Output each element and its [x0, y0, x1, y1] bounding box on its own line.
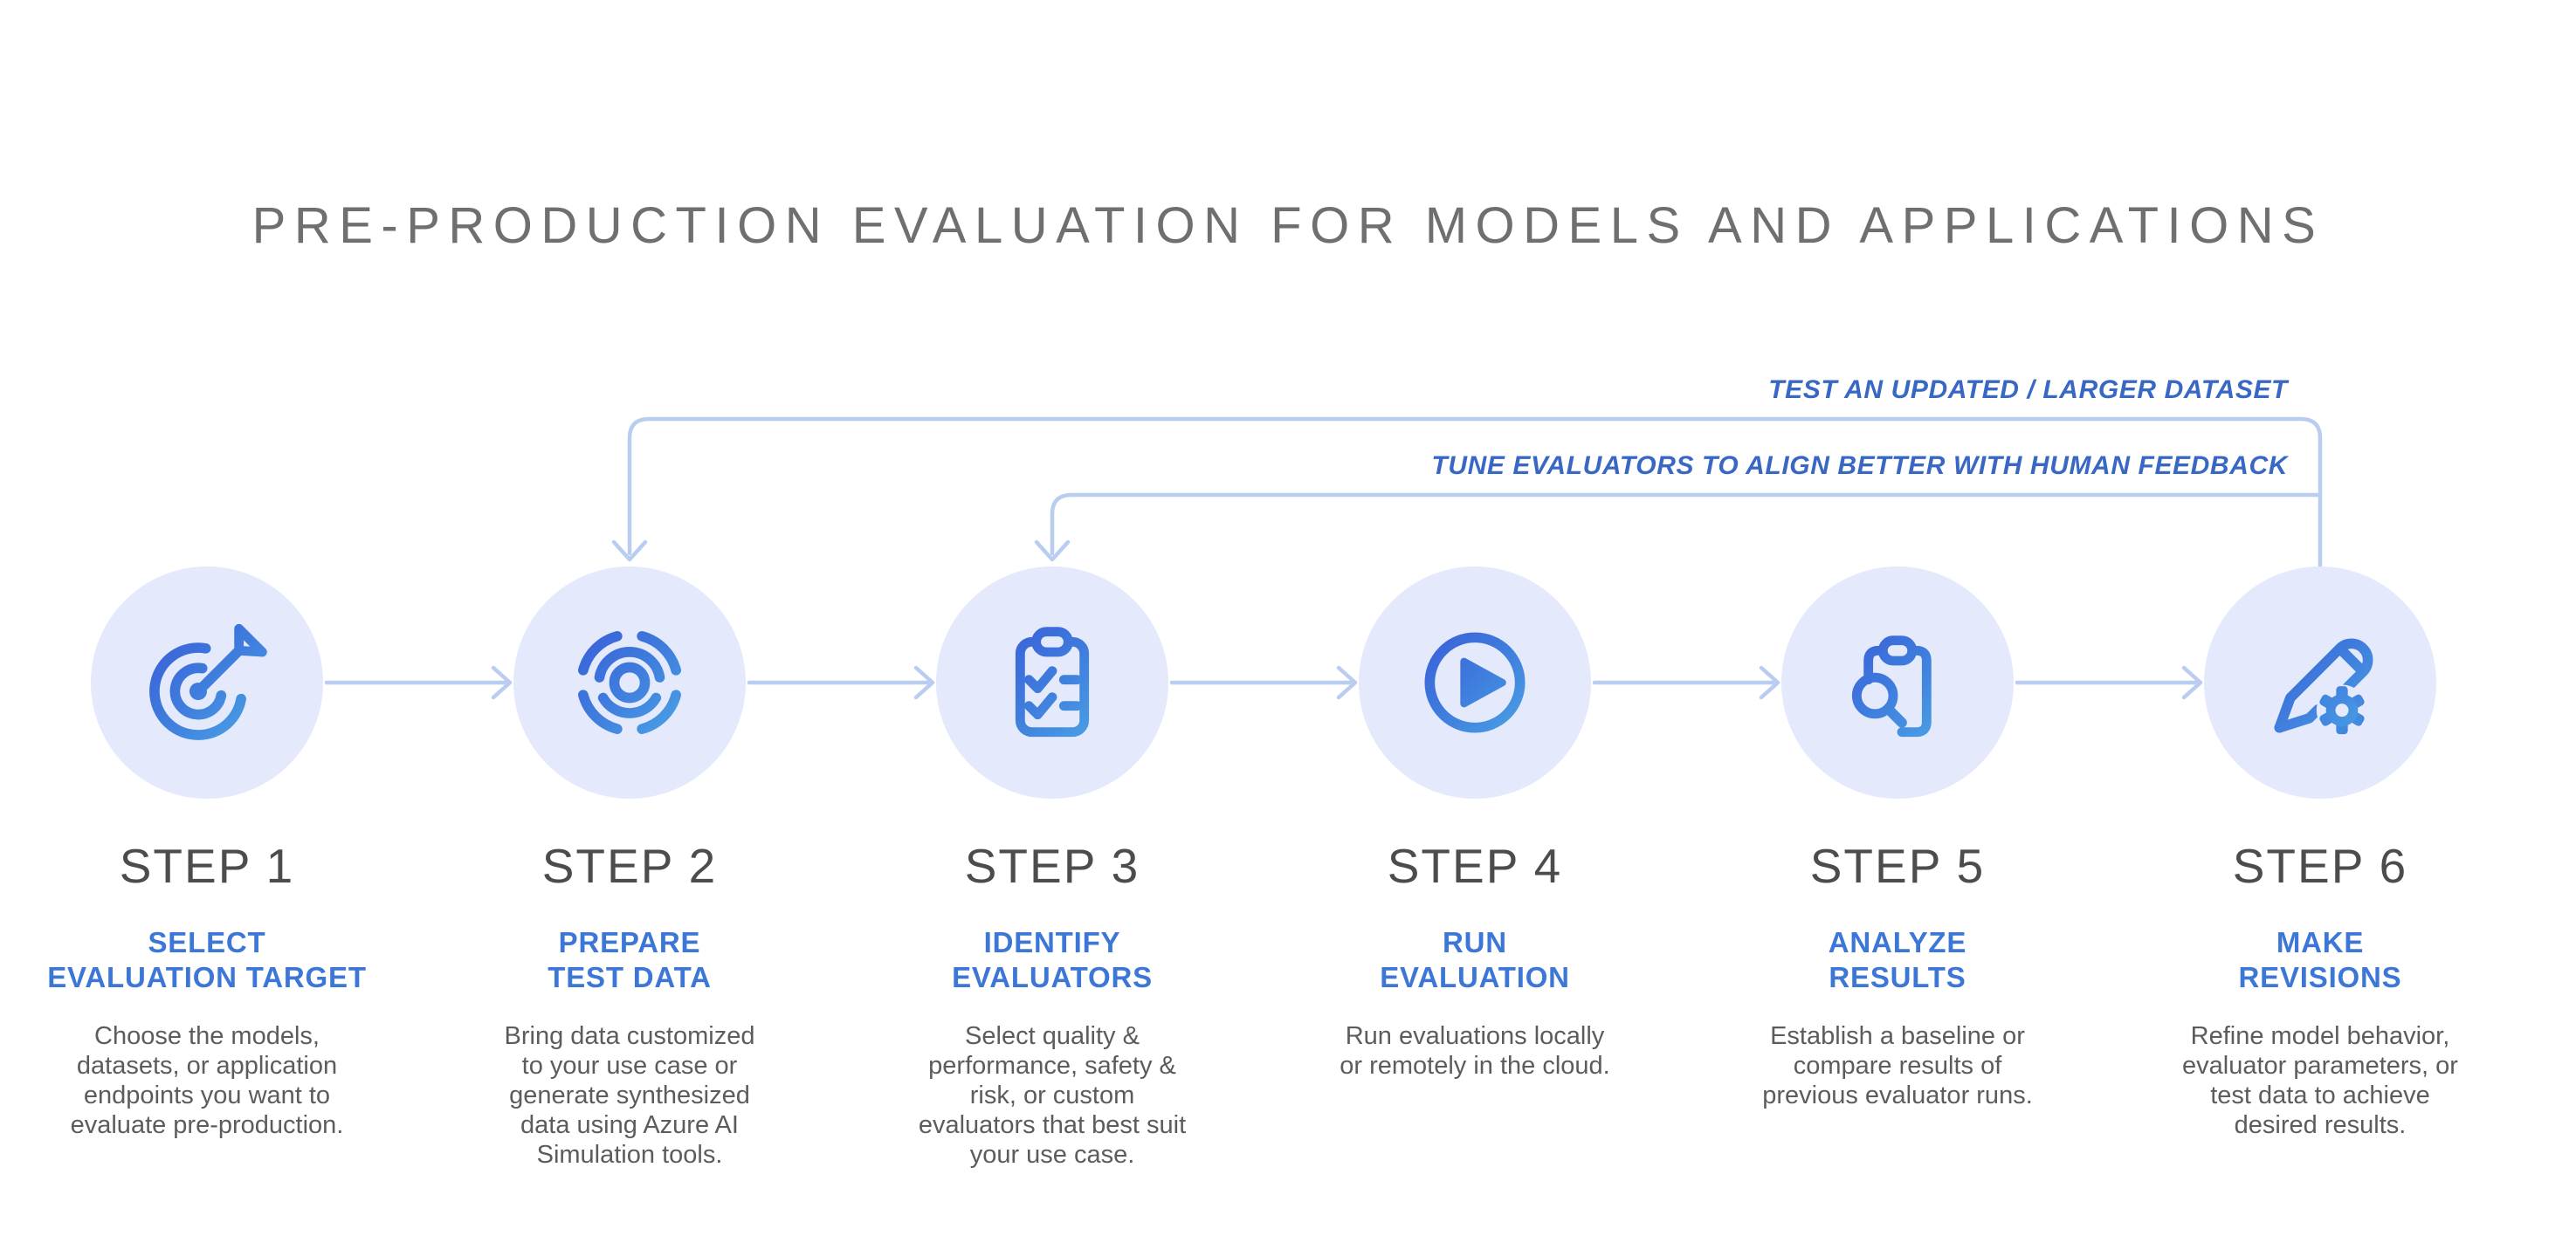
connector-arrow-2-3 [747, 665, 935, 700]
step-1-column: STEP 1 SELECT EVALUATION TARGET Choose t… [0, 839, 418, 1140]
step-1-description: Choose the models, datasets, or applicat… [70, 1021, 344, 1139]
step-1-icon-circle [91, 566, 323, 799]
checklist-clipboard-icon [1015, 627, 1090, 738]
step-4-description: Run evaluations locally or remotely in t… [1340, 1021, 1610, 1080]
feedback-label-tune-evaluators: TUNE EVALUATORS TO ALIGN BETTER WITH HUM… [1431, 451, 2288, 480]
connector-arrow-5-6 [2015, 665, 2203, 700]
step-6-column: STEP 6 MAKE REVISIONS Refine model behav… [2109, 839, 2531, 1140]
step-6-icon-circle [2204, 566, 2436, 799]
step-2-subtitle: PREPARE TEST DATA [548, 925, 712, 993]
step-2-icon-circle [513, 566, 746, 799]
step-3-description: Select quality & performance, safety & r… [918, 1021, 1187, 1169]
step-5-description: Establish a baseline or compare results … [1762, 1021, 2033, 1109]
play-icon [1424, 632, 1526, 733]
feedback-label-test-dataset: TEST AN UPDATED / LARGER DATASET [1768, 375, 2288, 404]
step-1-subtitle: SELECT EVALUATION TARGET [47, 925, 367, 993]
step-4-column: STEP 4 RUN EVALUATION Run evaluations lo… [1264, 839, 1686, 1081]
simulation-radar-icon [578, 631, 682, 735]
step-2-label: STEP 2 [541, 839, 718, 893]
step-3-column: STEP 3 IDENTIFY EVALUATORS Select qualit… [841, 839, 1264, 1170]
connector-arrow-4-5 [1592, 665, 1780, 700]
step-6-label: STEP 6 [2232, 839, 2408, 893]
feedback-loop-test-dataset [611, 416, 2323, 568]
step-4-icon-circle [1359, 566, 1591, 799]
step-3-label: STEP 3 [964, 839, 1140, 893]
analyze-search-clipboard-icon [1851, 635, 1932, 738]
step-6-description: Refine model behavior, evaluator paramet… [2182, 1021, 2458, 1139]
revise-pencil-gear-icon [2274, 638, 2373, 736]
step-4-subtitle: RUN EVALUATION [1380, 925, 1570, 993]
step-5-icon-circle [1781, 566, 2014, 799]
step-3-subtitle: IDENTIFY EVALUATORS [952, 925, 1153, 993]
step-4-label: STEP 4 [1387, 839, 1563, 893]
step-2-column: STEP 2 PREPARE TEST DATA Bring data cust… [418, 839, 841, 1170]
step-2-description: Bring data customized to your use case o… [504, 1021, 755, 1169]
target-arrow-icon [149, 623, 267, 740]
step-5-label: STEP 5 [1809, 839, 1986, 893]
page-title: PRE-PRODUCTION EVALUATION FOR MODELS AND… [251, 196, 2325, 254]
connector-arrow-3-4 [1169, 665, 1358, 700]
step-1-label: STEP 1 [119, 839, 295, 893]
connector-arrow-1-2 [324, 665, 513, 700]
step-6-subtitle: MAKE REVISIONS [2238, 925, 2402, 993]
step-5-column: STEP 5 ANALYZE RESULTS Establish a basel… [1686, 839, 2109, 1110]
feedback-loop-tune-evaluators [1034, 492, 2323, 562]
step-5-subtitle: ANALYZE RESULTS [1828, 925, 1967, 993]
step-3-icon-circle [936, 566, 1168, 799]
